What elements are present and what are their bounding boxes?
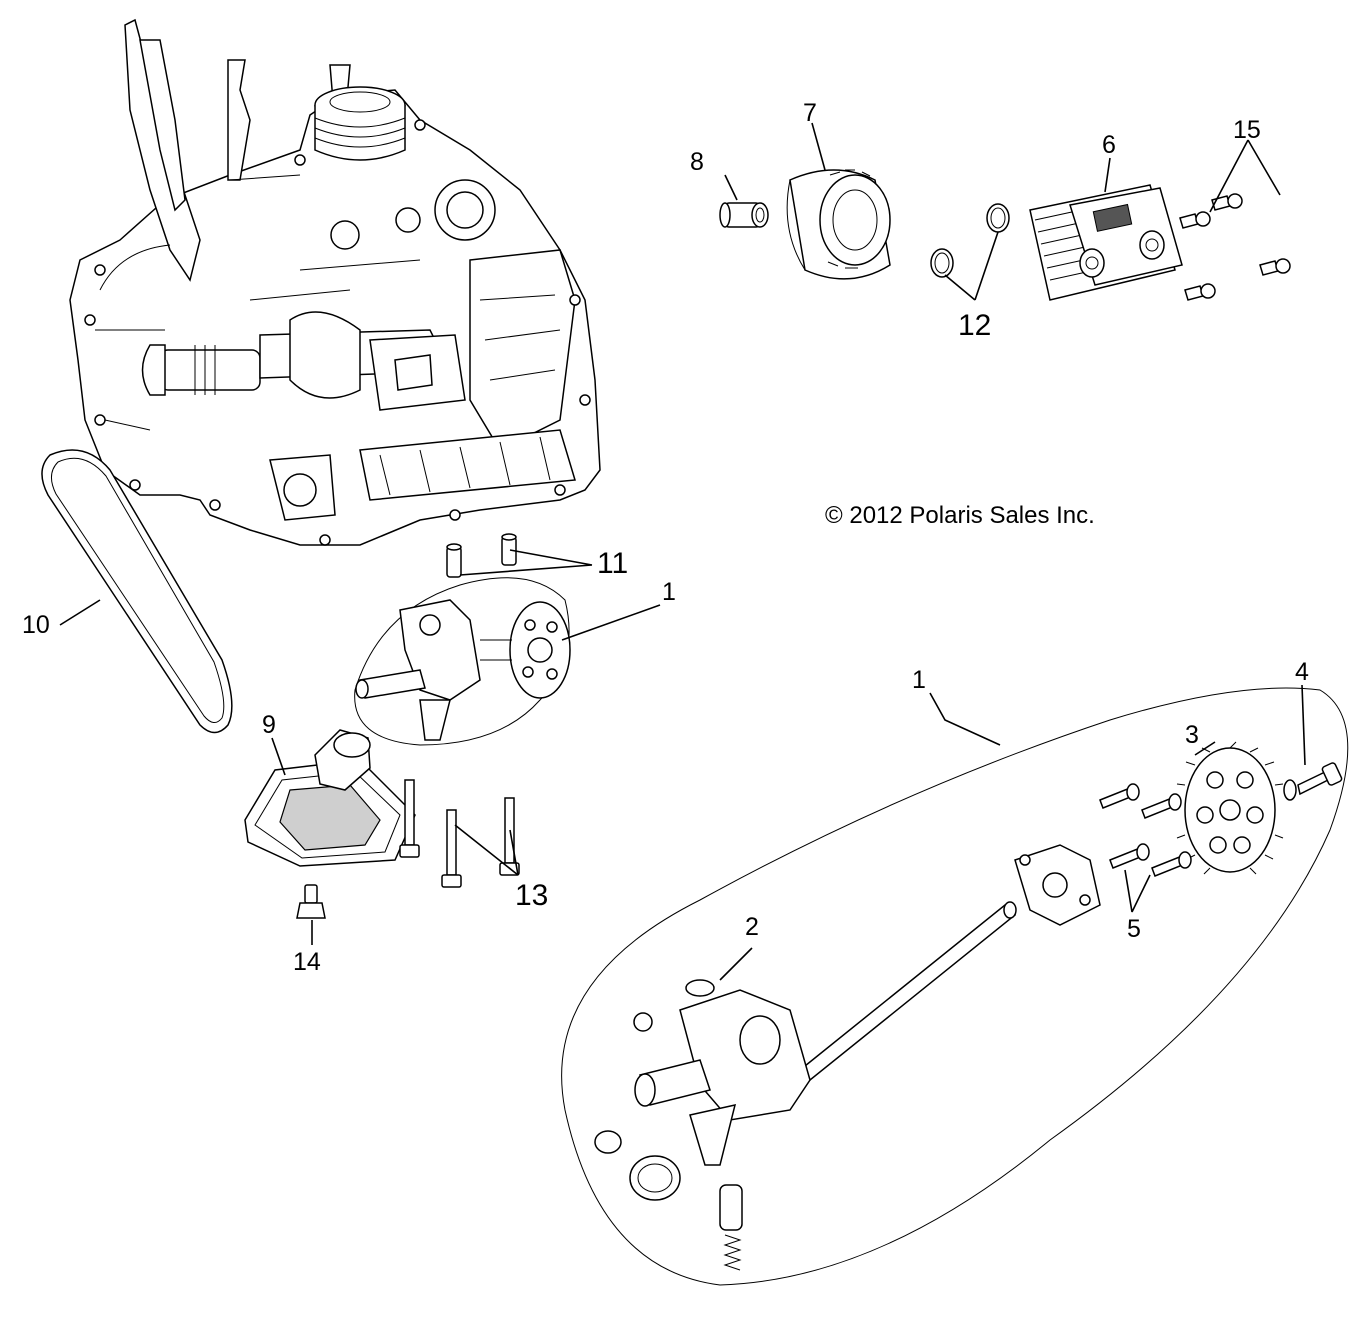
- callout-11: 11: [597, 547, 628, 580]
- engine-crankcase: [69, 18, 601, 546]
- callout-10: 10: [22, 611, 50, 639]
- callout-2: 2: [745, 913, 759, 941]
- cooler-screws: [1179, 193, 1291, 301]
- dowel-pins: [446, 533, 517, 578]
- copyright-notice: © 2012 Polaris Sales Inc.: [825, 502, 1095, 529]
- callout-6: 6: [1102, 131, 1116, 159]
- o-rings: [930, 203, 1010, 278]
- callout-3: 3: [1185, 721, 1199, 749]
- drain-bolt: [296, 884, 326, 919]
- oil-pump-assembly-small: [354, 577, 571, 746]
- cam-chain: [41, 449, 233, 734]
- callout-14: 14: [293, 948, 321, 976]
- callout-13: 13: [515, 879, 548, 912]
- oil-pickup-strainer: [244, 729, 416, 867]
- callout-9: 9: [262, 711, 276, 739]
- oil-filter: [786, 169, 891, 280]
- oil-pump-exploded-detail: [561, 687, 1349, 1286]
- callout-7: 7: [803, 99, 817, 127]
- callout-12: 12: [958, 309, 991, 342]
- callout-1-lower: 1: [912, 666, 926, 694]
- callout-labels: 7 8 6 15 12 10 11 1 9 13 14 1 2 3 4 5 © …: [22, 99, 1309, 976]
- callout-8: 8: [690, 148, 704, 176]
- filter-adapter: [719, 202, 769, 228]
- oil-cooler: [1029, 184, 1183, 301]
- callout-1-upper: 1: [662, 578, 676, 606]
- callout-4: 4: [1295, 658, 1309, 686]
- leader-lines: [59, 122, 1306, 981]
- callout-15: 15: [1233, 116, 1261, 144]
- pickup-bolts: [399, 779, 520, 888]
- callout-5: 5: [1127, 915, 1141, 943]
